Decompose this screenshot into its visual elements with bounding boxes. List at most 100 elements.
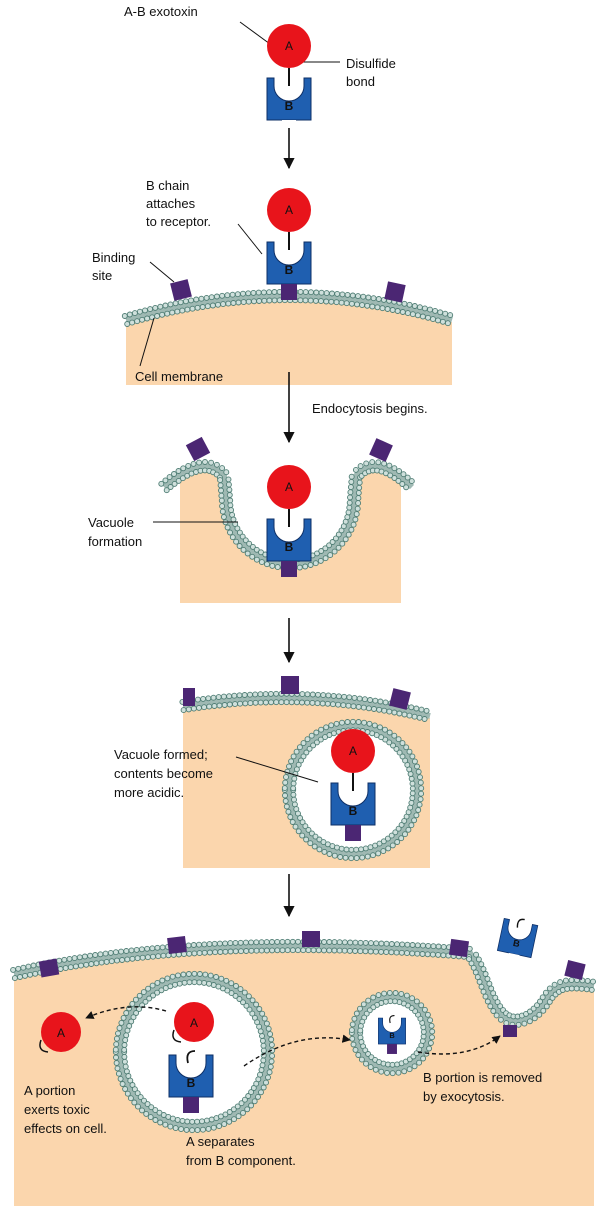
lipid-head: [410, 943, 415, 948]
lipid-head: [114, 1061, 119, 1066]
lipid-head: [393, 991, 398, 996]
lipid-head: [108, 950, 113, 955]
lipid-head: [418, 780, 423, 785]
lipid-head: [236, 300, 241, 305]
lipid-head: [377, 707, 382, 712]
lipid-head: [339, 846, 344, 851]
lipid-head: [574, 986, 579, 991]
lipid-head: [203, 972, 208, 977]
lipid-head: [326, 693, 331, 698]
lipid-head: [354, 856, 359, 861]
lipid-head: [417, 305, 422, 310]
lipid-head: [400, 741, 405, 746]
lipid-head: [400, 310, 405, 315]
lipid-head: [116, 1031, 121, 1036]
b-chain: B: [267, 78, 311, 134]
lipid-head: [267, 298, 272, 303]
lipid-head: [280, 948, 285, 953]
lipid-head: [390, 308, 395, 313]
lipid-head: [226, 482, 231, 487]
lipid-head: [191, 943, 196, 948]
vacuole-formed-label-2: contents become: [114, 766, 213, 781]
lipid-head: [225, 293, 230, 298]
lipid-head: [242, 990, 247, 995]
receptor: [345, 825, 361, 841]
lipid-head: [129, 948, 134, 953]
lipid-head: [272, 298, 277, 303]
lipid-head: [218, 483, 223, 488]
lipid-head: [109, 959, 114, 964]
lipid-head: [532, 1016, 537, 1021]
receptor: [183, 1097, 199, 1113]
lipid-head: [209, 295, 214, 300]
lipid-head: [58, 967, 63, 972]
lipid-head: [229, 981, 234, 986]
lipid-head: [191, 706, 196, 711]
lipid-head: [350, 1022, 355, 1027]
lipid-head: [217, 1124, 222, 1129]
b-chain-letter: B: [349, 804, 358, 818]
lipid-head: [498, 1017, 503, 1022]
vacuole-formed-label-3: more acidic.: [114, 785, 184, 800]
lipid-head: [221, 302, 226, 307]
lipid-head: [269, 1042, 274, 1047]
lipid-head: [543, 990, 548, 995]
lipid-head: [348, 490, 353, 495]
lipid-head: [182, 980, 187, 985]
lipid-head: [300, 833, 305, 838]
lipid-head: [401, 472, 406, 477]
lipid-head: [404, 745, 409, 750]
lipid-head: [368, 698, 373, 703]
lipid-head: [569, 986, 574, 991]
lipid-head: [396, 1070, 401, 1075]
lipid-head: [176, 973, 181, 978]
lipid-head: [140, 1108, 145, 1113]
b-chain-letter: B: [187, 1076, 196, 1090]
lipid-head: [160, 312, 165, 317]
receptor: [281, 561, 297, 577]
lipid-head: [246, 291, 251, 296]
lipid-head: [428, 1018, 433, 1023]
lipid-head: [415, 943, 420, 948]
ab-toxin: AB: [267, 24, 311, 134]
lipid-head: [219, 976, 224, 981]
lipid-head: [256, 1094, 261, 1099]
lipid-head: [263, 692, 268, 697]
lipid-head: [124, 1011, 129, 1016]
lipid-head: [504, 1021, 509, 1026]
lipid-head: [197, 942, 202, 947]
lipid-head: [300, 700, 305, 705]
lipid-head: [223, 949, 228, 954]
lipid-head: [342, 948, 347, 953]
lipid-head: [348, 485, 353, 490]
lipid-head: [441, 953, 446, 958]
lipid-head: [261, 290, 266, 295]
lipid-head: [422, 717, 427, 722]
lipid-head: [351, 719, 356, 724]
lipid-head: [441, 944, 446, 949]
lipid-head: [230, 292, 235, 297]
lipid-head: [202, 980, 207, 985]
lipid-head: [324, 725, 329, 730]
lipid-head: [383, 700, 388, 705]
lipid-head: [358, 1028, 363, 1033]
lipid-head: [485, 976, 490, 981]
lipid-head: [264, 940, 269, 945]
lipid-head: [195, 1119, 200, 1124]
lipid-head: [216, 302, 221, 307]
lipid-head: [481, 967, 486, 972]
lipid-head: [252, 1099, 257, 1104]
lipid-head: [253, 692, 258, 697]
a-chain-letter: A: [349, 744, 357, 758]
lipid-head: [339, 300, 344, 305]
a-chain-letter: A: [57, 1026, 65, 1040]
lipid-head: [366, 998, 371, 1003]
lipid-head: [222, 1122, 227, 1127]
lipid-head: [547, 986, 552, 991]
lipid-head: [254, 1002, 259, 1007]
b-chain-letter: B: [285, 540, 294, 554]
lipid-head: [269, 700, 274, 705]
lipid-head: [356, 1053, 361, 1058]
lipid-head: [120, 958, 125, 963]
lipid-head: [28, 972, 33, 977]
